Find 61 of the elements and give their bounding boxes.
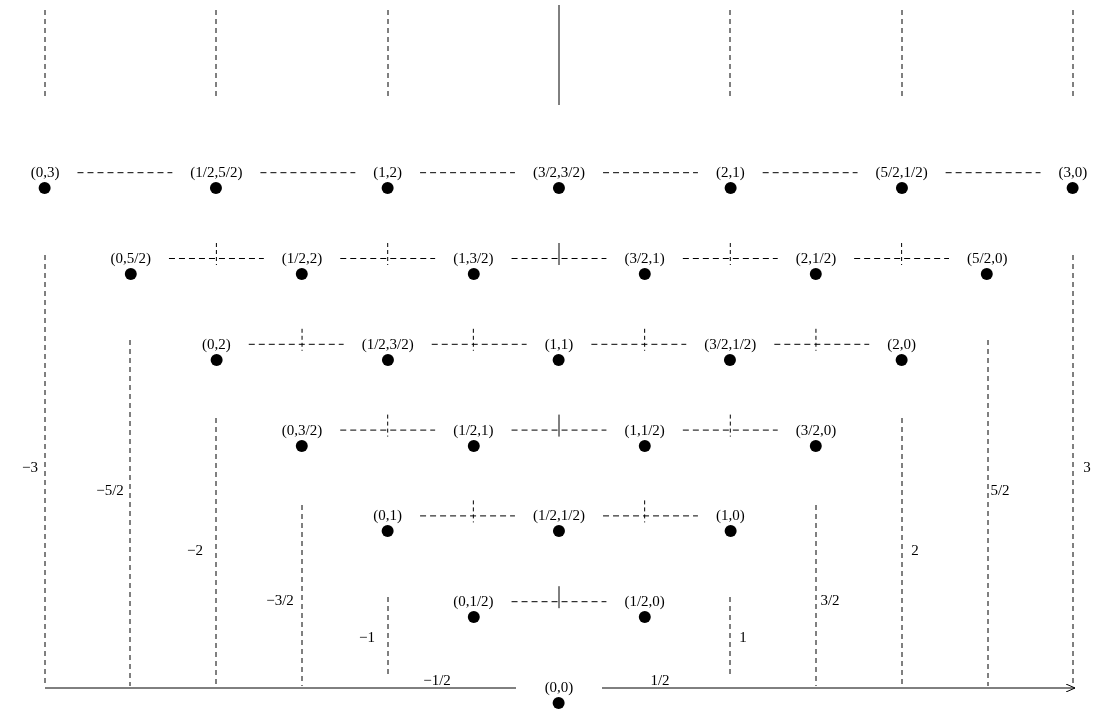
coordinate-label: (1,2) (373, 165, 403, 181)
dashed-connector (248, 343, 345, 345)
coordinate-label: (2,1/2) (795, 251, 837, 266)
dashed-connector (76, 172, 173, 174)
coordinate-label: (1,3/2) (453, 251, 494, 266)
axis-value-label: −3 (22, 459, 38, 475)
coordinate-label: (1,1/2) (624, 422, 665, 438)
dashed-connector (339, 258, 436, 259)
coordinate-label: (1/2,5/2) (190, 165, 243, 181)
coordinate-label: (1/2,1) (453, 422, 494, 438)
coordinate-label: (1/2,2) (281, 251, 323, 266)
axis-value-label: −2 (187, 542, 203, 558)
coordinate-label: (5/2,1/2) (875, 165, 928, 181)
axis-value-label: −1 (359, 629, 375, 645)
dashed-connector (419, 515, 516, 517)
dashed-connector (602, 172, 699, 174)
axis-value-label: 2 (911, 542, 919, 558)
dashed-connector (762, 172, 859, 174)
coordinate-label: (3/2,0) (795, 422, 837, 438)
coordinate-label: (3/2,1) (624, 251, 665, 266)
dashed-connector (853, 258, 950, 259)
dashed-connector (511, 258, 607, 259)
dashed-connector (259, 172, 356, 174)
coordinate-label: (3/2,3/2) (532, 165, 586, 181)
coordinate-label: (0,3/2) (281, 422, 323, 438)
dashed-connector (511, 601, 607, 603)
coordinate-label: (1,0) (715, 508, 745, 524)
axis-value-label: 3 (1083, 459, 1091, 475)
axis-value-label: −3/2 (266, 592, 294, 608)
coordinate-label: (1/2,0) (624, 594, 665, 610)
axis-value-label: 3/2 (820, 592, 840, 608)
coordinate-label: (0,1/2) (453, 594, 494, 610)
coordinate-label: (1/2,1/2) (532, 508, 586, 524)
coordinate-label: (3/2,1/2) (704, 336, 757, 352)
dashed-connector (602, 515, 699, 517)
coordinate-label: (0,0) (544, 680, 574, 695)
dashed-connector (339, 429, 436, 431)
coordinate-label: (0,2) (202, 336, 231, 352)
dashed-connector (511, 429, 607, 431)
dashed-connector (431, 343, 528, 345)
dashed-connector (682, 429, 779, 431)
dashed-connector (590, 343, 687, 345)
dashed-connector (168, 258, 265, 259)
coordinate-label: (3,0) (1058, 165, 1088, 181)
coordinate-label: (1/2,3/2) (361, 336, 414, 352)
coordinate-label: (0,3) (30, 165, 60, 181)
dashed-connector (419, 172, 516, 174)
axis-value-label: 1 (739, 629, 747, 645)
coordinate-label: (5/2,0) (967, 251, 1008, 266)
dashed-connector (682, 258, 779, 259)
axis-value-label: −5/2 (96, 482, 124, 498)
coordinate-label: (1,1) (544, 336, 574, 352)
axis-value-label: 5/2 (990, 482, 1010, 498)
axis-value-label: 1/2 (650, 672, 670, 688)
dashed-connector (945, 172, 1041, 174)
coordinate-label: (2,1) (715, 165, 745, 181)
coordinate-label: (0,5/2) (110, 251, 151, 266)
axis-value-label: −1/2 (423, 672, 451, 688)
dashed-connector (773, 343, 870, 345)
coordinate-label: (2,0) (887, 336, 916, 352)
coordinate-label: (0,1) (373, 508, 403, 524)
